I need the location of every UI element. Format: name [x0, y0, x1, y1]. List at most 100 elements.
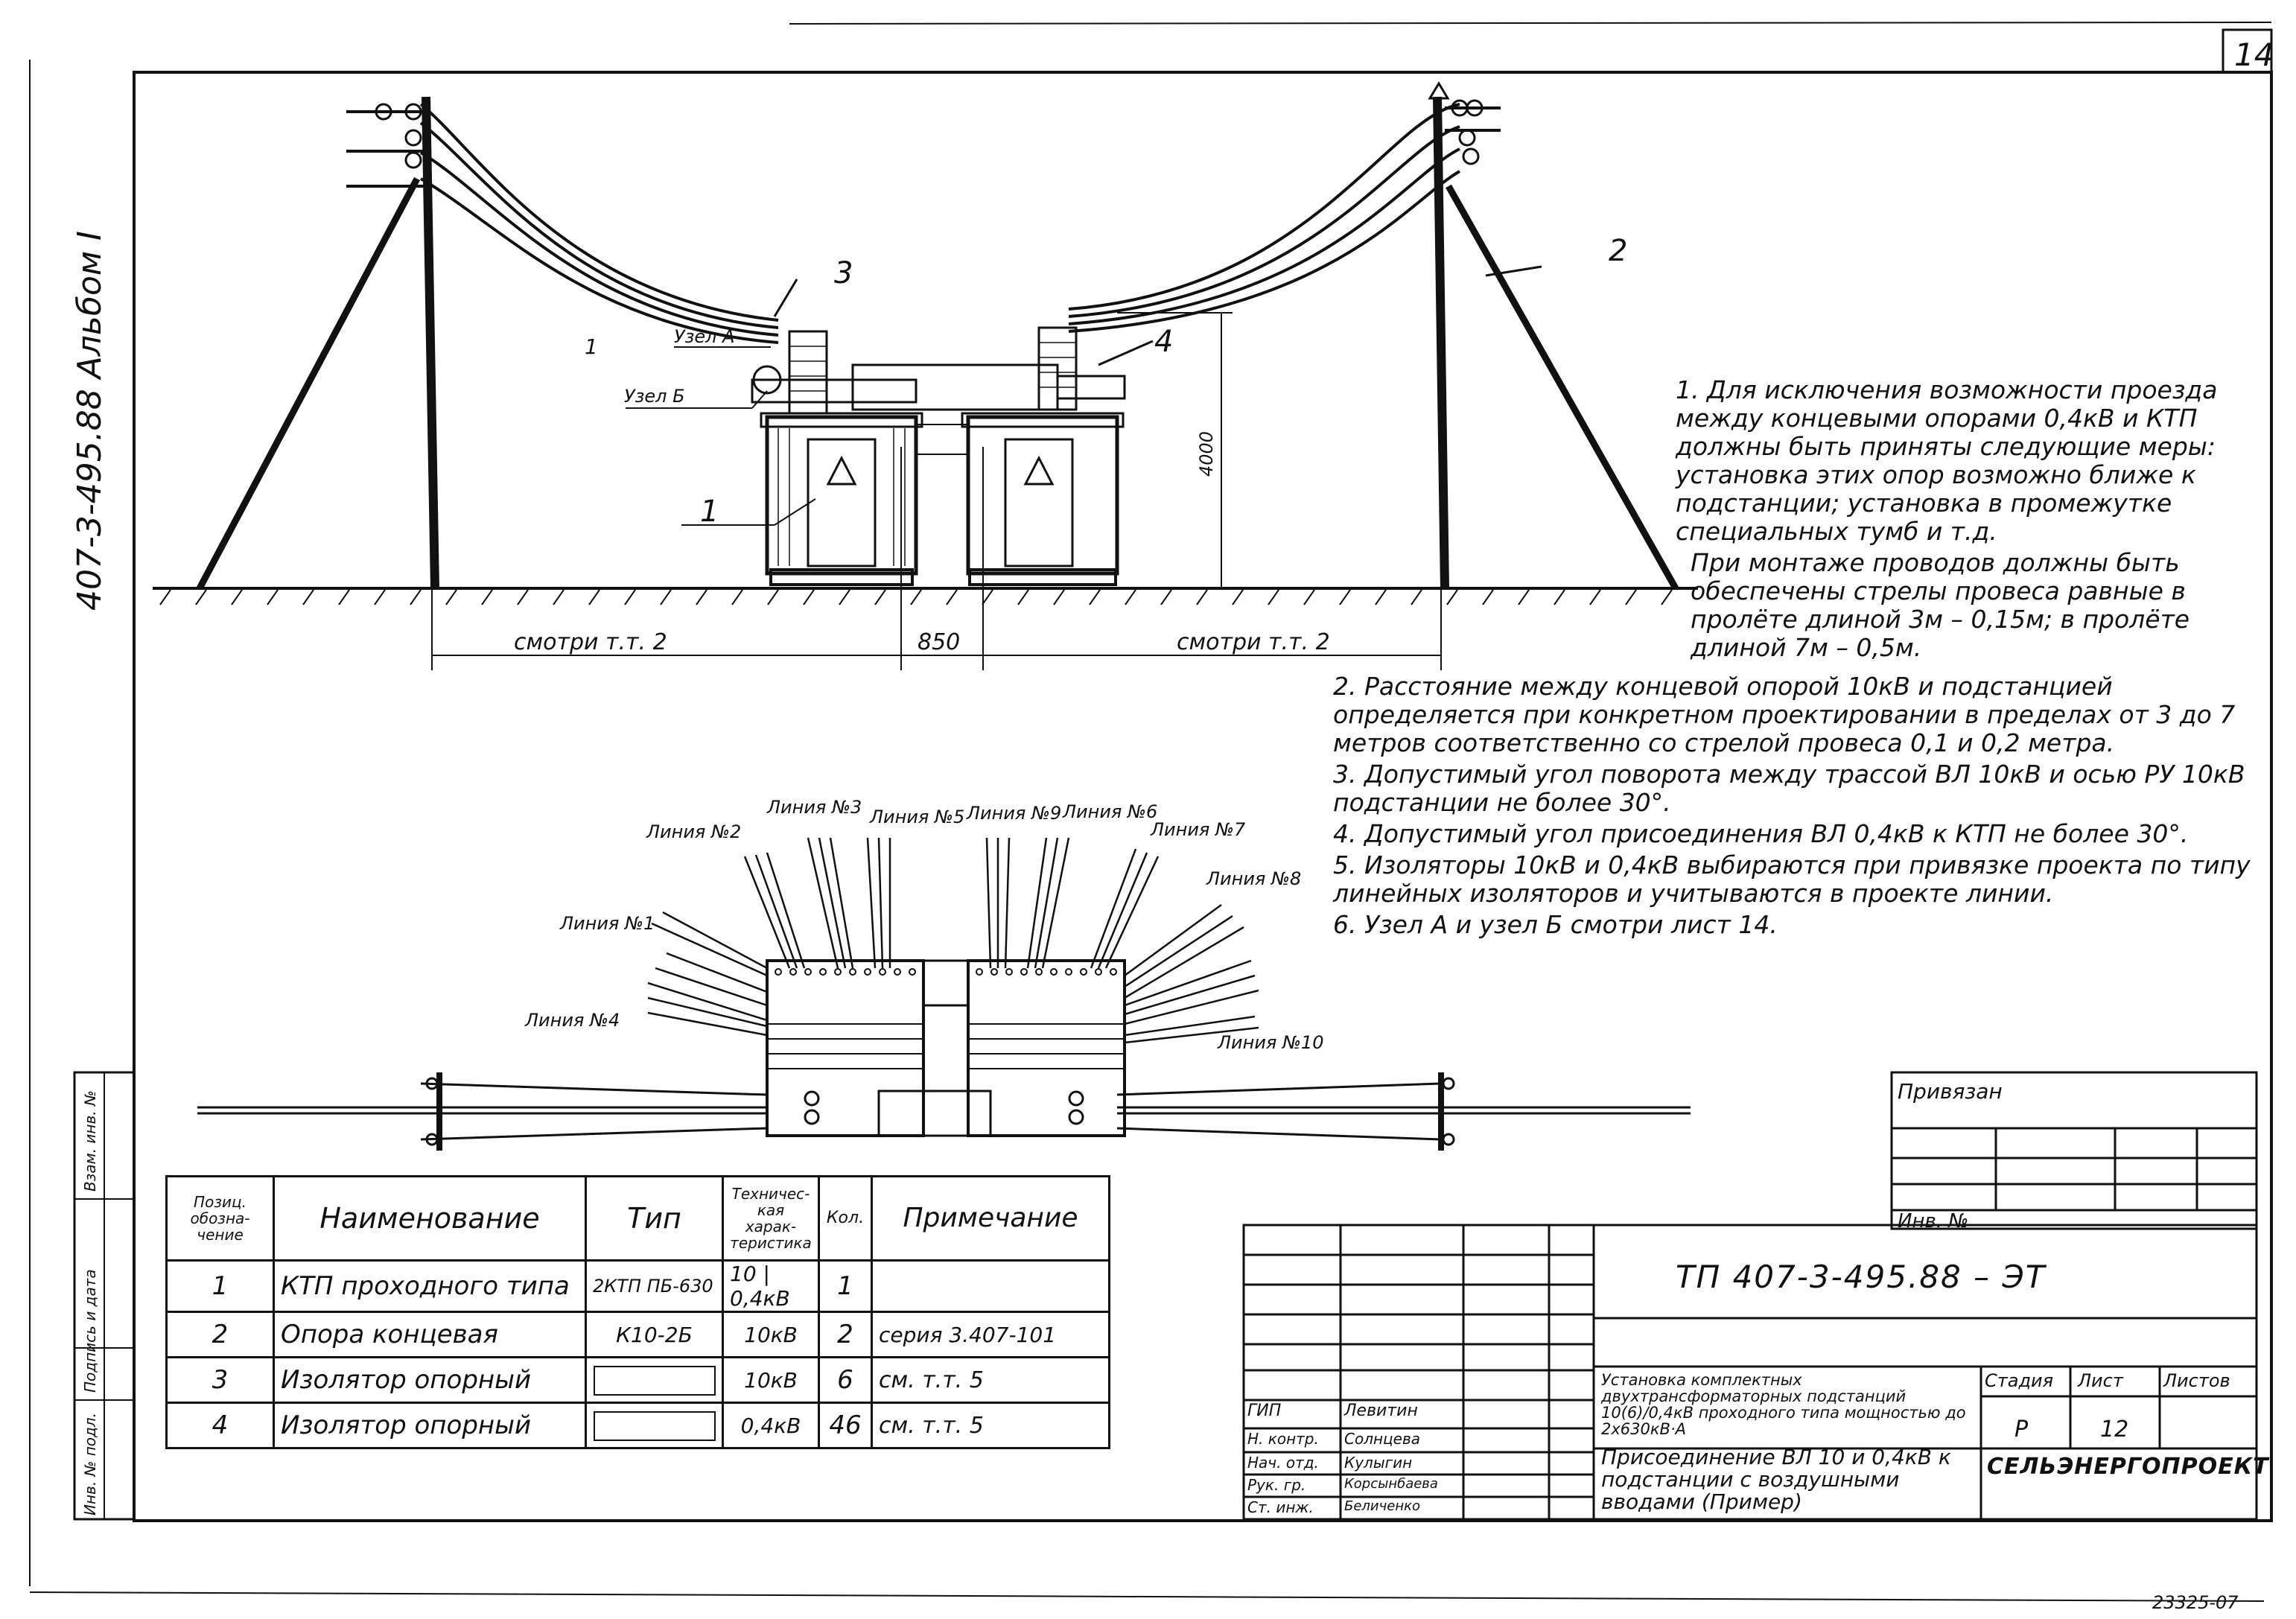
- height-value: 4000: [1196, 431, 1217, 477]
- col-position: Позиц. обозна- чение: [165, 1175, 275, 1262]
- company-name: СЕЛЬЭНЕРГОПРОЕКТ: [1987, 1454, 2269, 1480]
- table-row: 1 КТП проходного типа 2КТП ПБ-630 10 | 0…: [165, 1259, 1110, 1313]
- role-rukgr: Рук. гр.: [1247, 1476, 1306, 1494]
- sheet-number: 14: [2234, 36, 2274, 73]
- line-label-3: Линия №3: [766, 797, 862, 818]
- title-block-grid: [1242, 1224, 2258, 1521]
- dim-right: смотри т.т. 2: [1177, 629, 1330, 655]
- note-5: 5. Изоляторы 10кВ и 0,4кВ выбираются при…: [1333, 850, 2251, 908]
- warning-sign-left: [826, 455, 857, 486]
- note-4: 4. Допустимый угол присоединения ВЛ 0,4к…: [1333, 819, 2189, 848]
- elevation-view: [153, 81, 1698, 670]
- name-2: Солнцева: [1344, 1430, 1421, 1448]
- col-name: Наименование: [273, 1175, 587, 1262]
- sheet-value: 12: [2100, 1416, 2129, 1443]
- line-label-7: Линия №7: [1150, 819, 1246, 840]
- notes-block: 1. Для исключения возможности проезда ме…: [1333, 376, 2271, 942]
- right-insulators: [1445, 99, 1501, 165]
- note-6: 6. Узел А и узел Б смотри лист 14.: [1333, 910, 1778, 939]
- callout-4: 4: [1154, 325, 1173, 359]
- line-label-9: Линия №9: [966, 803, 1061, 824]
- node-a-label: Узел А: [674, 326, 735, 347]
- col-note: Примечание: [871, 1175, 1110, 1262]
- line-label-2: Линия №2: [646, 821, 741, 842]
- plan-bushing-pins: [775, 968, 1117, 976]
- note-2: 2. Расстояние между концевой опорой 10кВ…: [1333, 672, 2236, 757]
- stage-header: Стадия: [1985, 1370, 2054, 1391]
- linked-title: Привязан: [1898, 1079, 2003, 1104]
- document-code: ТП 407-3-495.88 – ЭТ: [1676, 1259, 2047, 1295]
- callout-2: 2: [1609, 234, 1627, 268]
- plan-ktp-right: [967, 959, 1126, 1137]
- col-tech: Техничес- кая харак- теристика: [722, 1175, 820, 1262]
- col-qty: Кол.: [818, 1175, 873, 1262]
- project-title: Установка комплектных двухтрансформаторн…: [1601, 1371, 1966, 1438]
- name-3: Кулыгин: [1344, 1454, 1413, 1472]
- right-conductors: [1068, 103, 1460, 333]
- ktp-right-body: [966, 415, 1119, 576]
- right-strut: [1446, 184, 1679, 591]
- callout-1: 1: [700, 494, 719, 529]
- type-blank: [593, 1365, 716, 1396]
- name-4: Корсынбаева: [1344, 1476, 1438, 1492]
- linked-box: [1890, 1071, 2258, 1230]
- drawing-frame: [133, 71, 2273, 1522]
- plan-04kv-bundles: [647, 837, 1259, 1044]
- plan-view: [197, 837, 1691, 1151]
- table-row: 4 Изолятор опорный 0,4кВ 46 см. т.т. 5: [165, 1402, 1110, 1449]
- note-3: 3. Допустимый угол поворота между трассо…: [1333, 760, 2245, 817]
- col-type: Тип: [585, 1175, 724, 1262]
- specification-table: Позиц. обозна- чение Наименование Тип Те…: [165, 1175, 1110, 1449]
- note-1b: При монтаже проводов должны быть обеспеч…: [1691, 548, 2190, 662]
- sheet-header: Лист: [2078, 1370, 2123, 1391]
- column-replace: Взам. инв. №: [81, 1090, 99, 1192]
- line-label-6: Линия №6: [1062, 801, 1157, 822]
- dim-mid: 850: [918, 629, 960, 655]
- column-sign: Подпись и дата: [81, 1269, 99, 1393]
- role-nkontr: Н. контр.: [1247, 1430, 1319, 1448]
- left-insulators: [346, 103, 424, 188]
- line-label-4: Линия №4: [524, 1010, 620, 1031]
- spec-header-row: Позиц. обозна- чение Наименование Тип Те…: [165, 1175, 1110, 1262]
- ktp-right-door: [1004, 438, 1074, 567]
- warning-sign-right: [1023, 455, 1055, 486]
- line-label-8: Линия №8: [1206, 868, 1301, 889]
- role-stinzh: Ст. инж.: [1247, 1498, 1314, 1516]
- sheets-header: Листов: [2163, 1370, 2230, 1391]
- right-pole-top: [1428, 81, 1450, 100]
- line-label-10: Линия №10: [1217, 1032, 1324, 1053]
- ktp-left-body: [765, 415, 918, 576]
- stage-value: Р: [2014, 1416, 2029, 1443]
- node-b-marker: [752, 365, 782, 395]
- dim-left: смотри т.т. 2: [514, 629, 667, 655]
- note-1: 1. Для исключения возможности проезда ме…: [1676, 375, 2218, 546]
- line-label-5: Линия №5: [869, 807, 964, 827]
- sheet-number-box: [2222, 28, 2273, 74]
- album-label: 407-3-495.88 Альбом I: [71, 231, 109, 611]
- table-row: 2 Опора концевая К10-2Б 10кВ 2 серия 3.4…: [165, 1311, 1110, 1358]
- left-strut: [197, 176, 420, 591]
- left-conductors: [419, 103, 779, 344]
- corner-stamp: 23325-07: [2152, 1592, 2239, 1613]
- sheet-title: Присоединение ВЛ 10 и 0,4кВ к подстанции…: [1601, 1445, 1951, 1514]
- stray-mark: 1: [585, 334, 598, 359]
- node-b-label: Узел Б: [624, 386, 685, 407]
- line-label-1: Линия №1: [559, 913, 655, 934]
- linked-inv: Инв. №: [1898, 1210, 1968, 1232]
- name-5: Беличенко: [1344, 1498, 1420, 1514]
- trim-line-bottom: [29, 1591, 2265, 1602]
- role-gip: ГИП: [1247, 1402, 1282, 1420]
- role-nachotd: Нач. отд.: [1247, 1454, 1319, 1472]
- ktp-left-door: [807, 438, 877, 567]
- table-row: 3 Изолятор опорный 10кВ 6 см. т.т. 5: [165, 1356, 1110, 1404]
- ground-hatch: [159, 589, 1673, 605]
- left-pole: [422, 96, 439, 589]
- type-blank: [593, 1410, 716, 1441]
- column-inv: Инв. № подл.: [81, 1413, 99, 1515]
- callout-3: 3: [834, 256, 853, 290]
- plan-ktp-left: [766, 959, 925, 1137]
- right-pole: [1433, 96, 1449, 589]
- name-1: Левитин: [1344, 1402, 1418, 1420]
- trim-line-top: [789, 22, 2272, 25]
